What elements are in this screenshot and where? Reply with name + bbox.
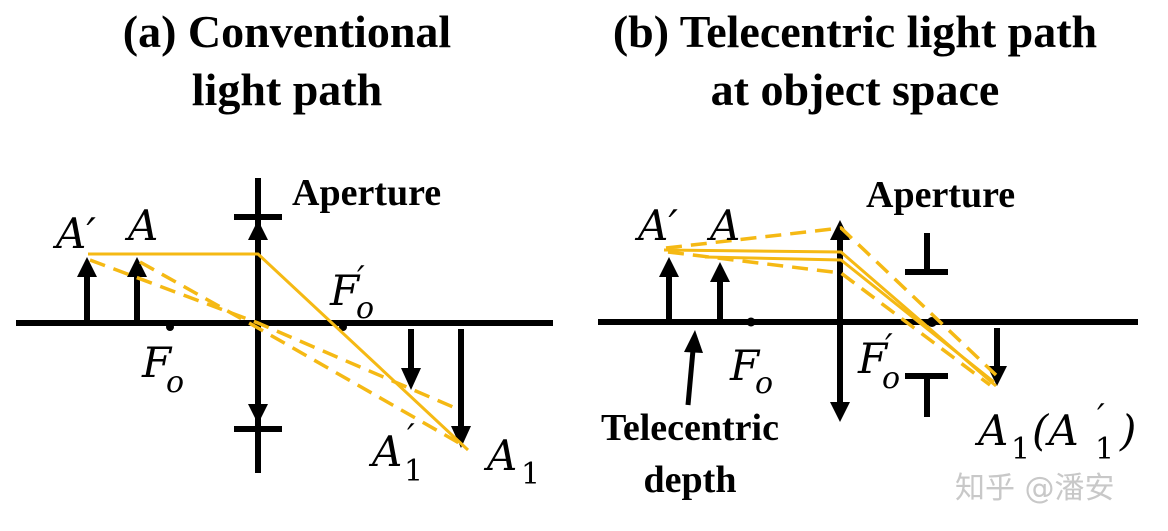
watermark: 知乎 @潘安 bbox=[955, 471, 1115, 506]
telecentric-depth-pointer-head bbox=[684, 330, 703, 353]
label-fo-a-main: F bbox=[141, 338, 173, 387]
lens-arrow-up-a bbox=[248, 220, 268, 240]
label-a1-prime-a: A ′ 1 bbox=[368, 417, 423, 489]
image-arrowhead-a1 bbox=[451, 426, 471, 448]
lens-arrow-down-a bbox=[248, 404, 268, 424]
dashed-ray-lower-b bbox=[667, 250, 992, 387]
label-fo-prime-b-sub: o bbox=[882, 361, 900, 396]
object-arrowhead-a-prime bbox=[77, 257, 97, 277]
label-fo-prime-a-main: F bbox=[329, 266, 361, 315]
telecentric-label-line1: Telecentric bbox=[601, 407, 779, 449]
label-a1-a: A 1 bbox=[483, 431, 540, 492]
label-fo-prime-a-sup: ′ bbox=[357, 259, 365, 299]
label-a1-a-main: A bbox=[483, 431, 517, 480]
dashed-ray-a bbox=[139, 260, 467, 449]
object-arrowhead-a-b bbox=[710, 262, 730, 282]
label-fo-prime-b-main: F bbox=[857, 334, 889, 383]
label-a1-prime-b-close: ) bbox=[1119, 406, 1136, 455]
dashed-ray-a-prime bbox=[89, 258, 461, 412]
label-fo-a-sub: o bbox=[166, 365, 184, 400]
object-arrowhead-a bbox=[127, 257, 147, 277]
label-a1-prime-b-sub: 1 bbox=[1095, 432, 1114, 467]
image-arrowhead-a1-prime bbox=[401, 368, 421, 390]
label-fo-a: F o bbox=[141, 338, 184, 400]
focal-point-fo-prime-b bbox=[927, 317, 937, 327]
label-fo-prime-a: F ′ o bbox=[329, 259, 374, 326]
label-a-prime-a: A′ bbox=[52, 209, 96, 258]
telecentric-label-line2: depth bbox=[644, 459, 737, 501]
label-a-a: A bbox=[124, 201, 158, 250]
panel-b-title-line1: (b) Telecentric light path bbox=[613, 6, 1097, 57]
label-fo-b-sub: o bbox=[755, 366, 773, 401]
label-fo-prime-b: F ′ o bbox=[857, 327, 900, 396]
label-a1-prime-a-main: A bbox=[368, 427, 402, 476]
label-a1-b-sub: 1 bbox=[1011, 432, 1030, 467]
label-a1-a-sub: 1 bbox=[521, 457, 540, 492]
lens-arrow-up-b bbox=[830, 220, 850, 240]
focal-point-fo-prime-a bbox=[339, 323, 347, 331]
label-a-prime-b: A′ bbox=[634, 201, 678, 250]
label-a1-prime-a-sup: ′ bbox=[407, 417, 415, 457]
label-a1-prime-b-main: (A bbox=[1032, 406, 1079, 455]
label-a1-combined-b: A 1 (A ′ 1 ) bbox=[974, 397, 1136, 467]
panel-b-title-line2: at object space bbox=[711, 64, 1000, 115]
chief-ray-a-b bbox=[704, 255, 995, 384]
label-fo-b-main: F bbox=[729, 341, 761, 390]
dashed-ray-upper-b bbox=[665, 226, 998, 377]
label-fo-prime-a-sub: o bbox=[356, 291, 374, 326]
focal-point-fo-a bbox=[166, 323, 174, 331]
label-a1-b-main: A bbox=[974, 406, 1008, 455]
object-arrowhead-a-prime-b bbox=[659, 257, 679, 277]
lens-arrow-down-b bbox=[830, 402, 850, 422]
label-a1-prime-b-sup: ′ bbox=[1097, 397, 1105, 437]
label-fo-prime-b-sup: ′ bbox=[885, 327, 893, 367]
aperture-label-b: Aperture bbox=[866, 174, 1015, 216]
telecentric-depth-pointer bbox=[685, 349, 696, 406]
label-a1-prime-a-sub: 1 bbox=[404, 454, 423, 489]
focal-point-fo-b bbox=[746, 317, 756, 327]
panel-b: Aperture A′ A F o F ′ o bbox=[598, 174, 1138, 501]
panel-a-title-line2: light path bbox=[192, 64, 382, 115]
aperture-label-a: Aperture bbox=[292, 172, 441, 214]
panel-a-title-line1: (a) Conventional bbox=[123, 6, 451, 57]
panel-a: Aperture A′ A F o F ′ o A ′ bbox=[16, 172, 553, 492]
label-fo-b: F o bbox=[729, 341, 773, 401]
label-a-b: A bbox=[706, 201, 740, 250]
